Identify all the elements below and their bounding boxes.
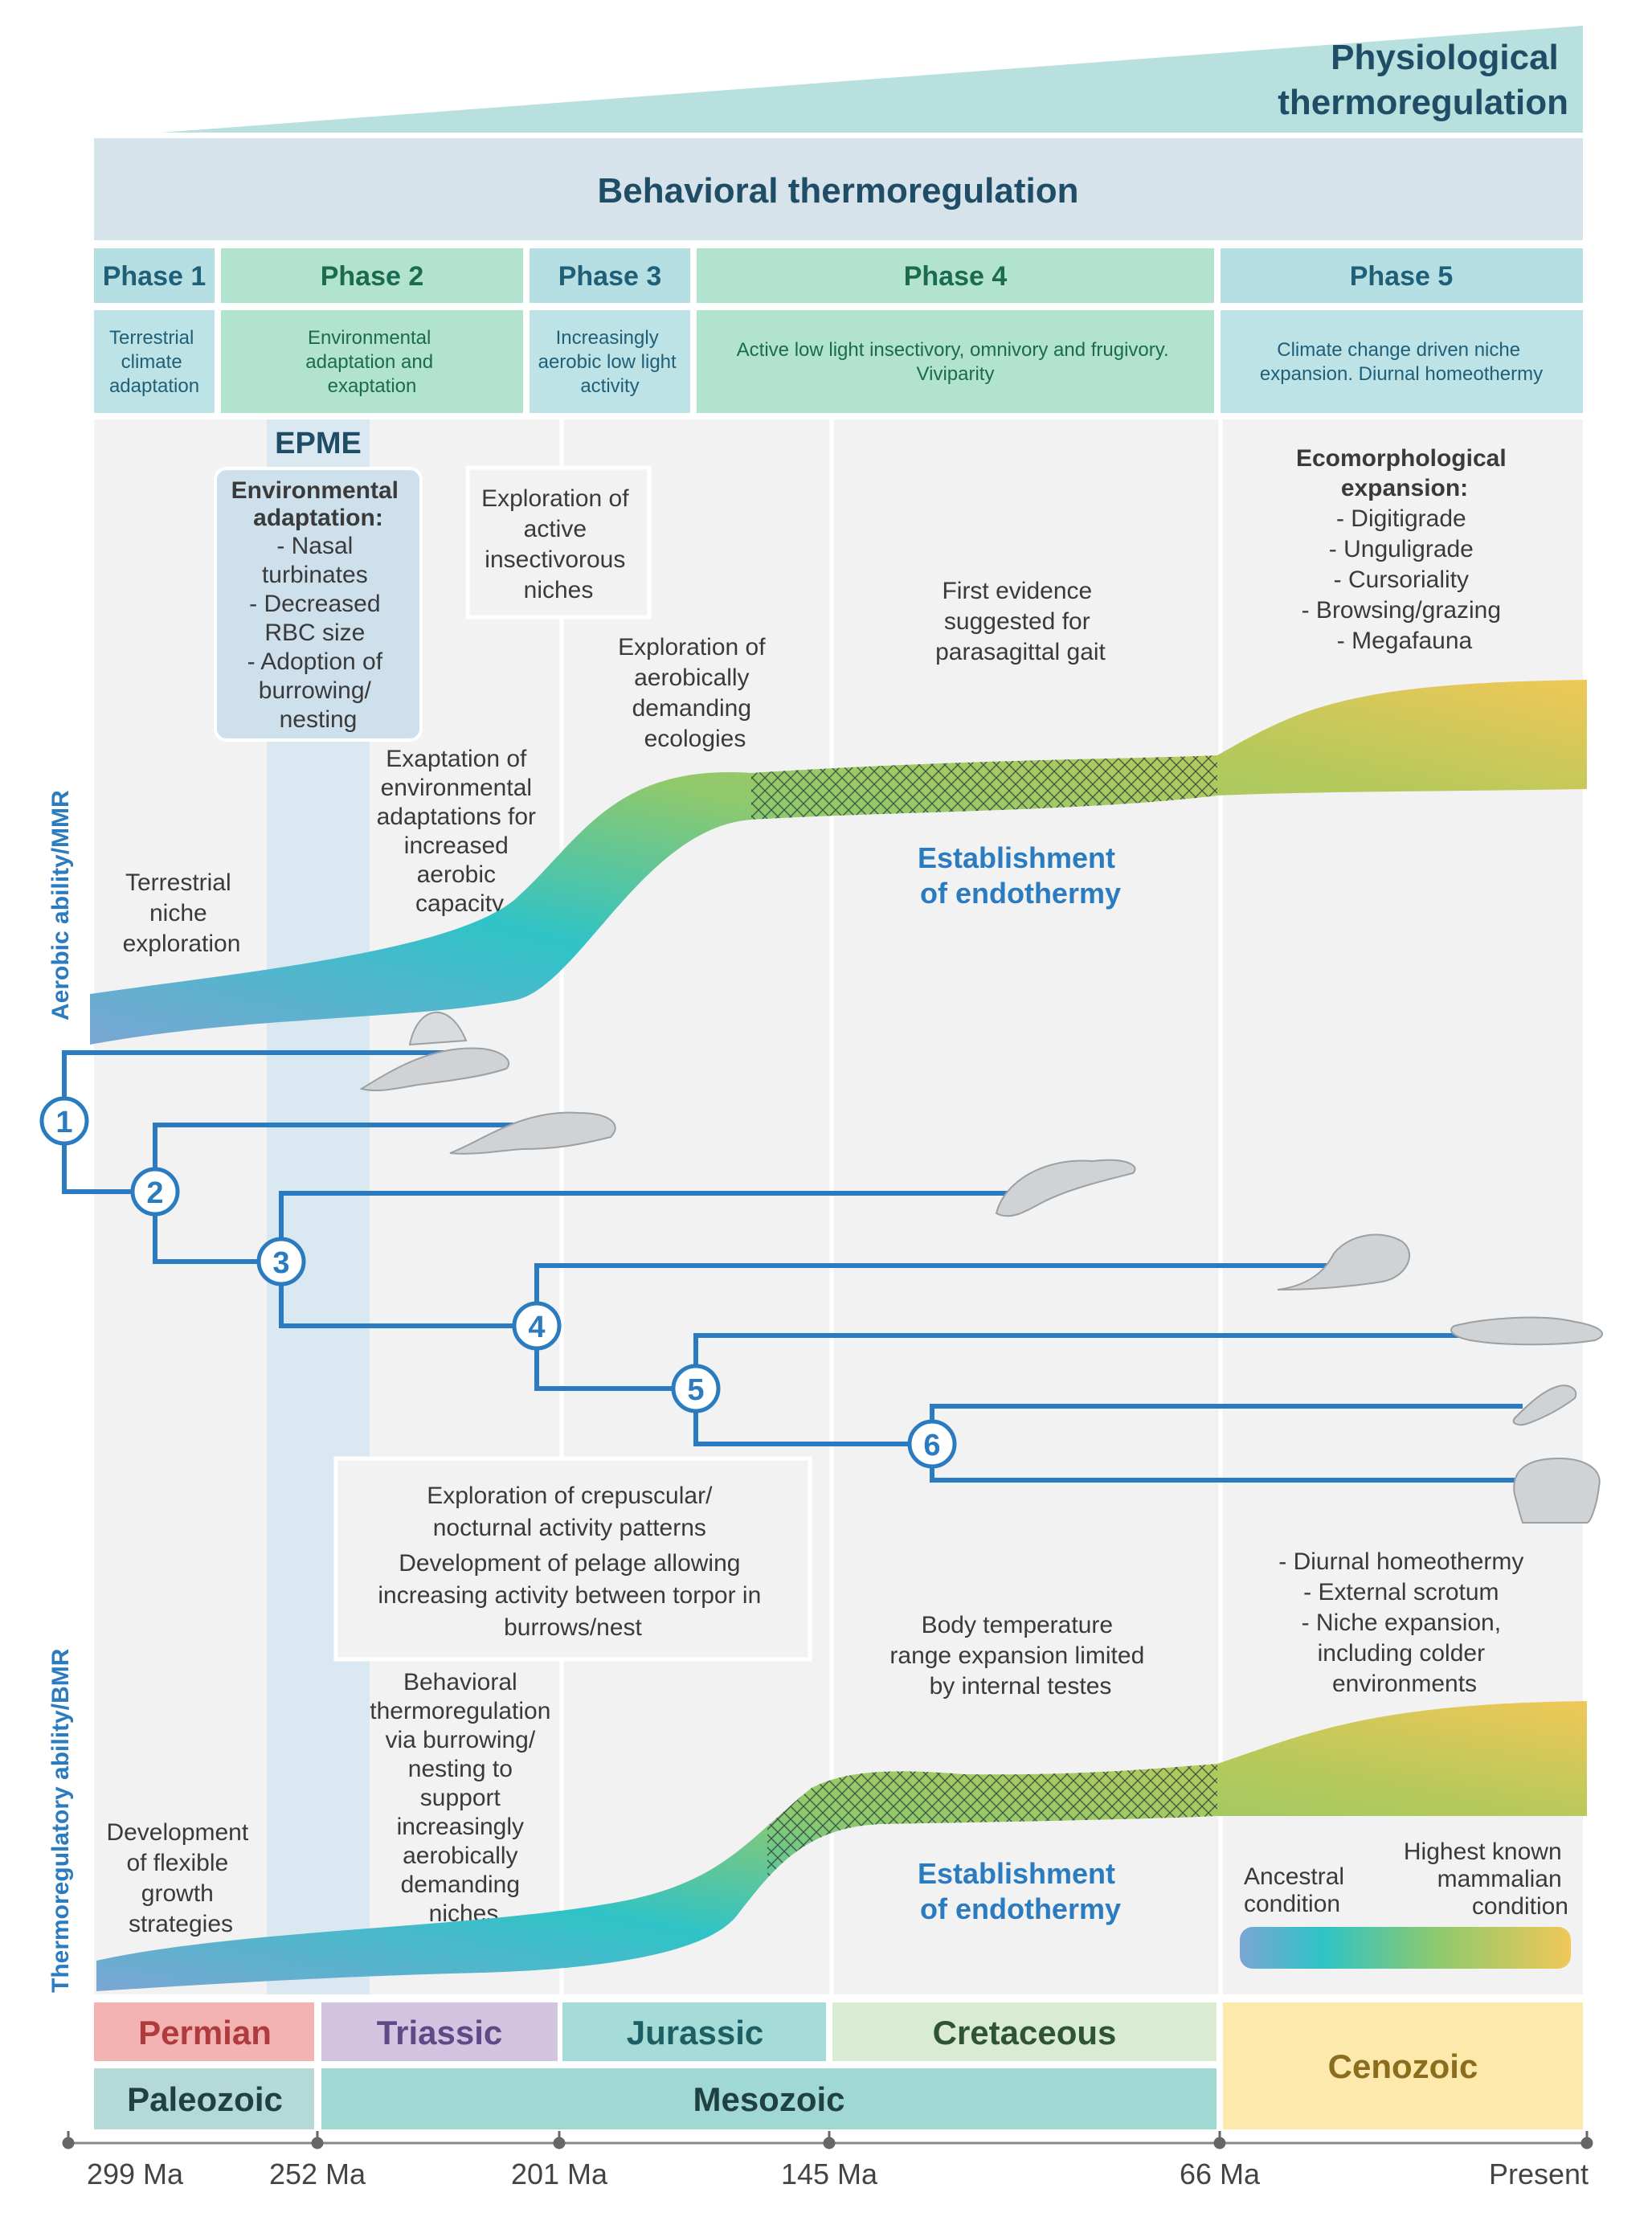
endothermy-bottom-text: Establishment of endothermy (918, 1857, 1123, 1925)
legend-highest: Highest known mammalian condition (1404, 1839, 1568, 1920)
period-permian (94, 2002, 314, 2061)
flexible-text: Development of flexible growth strategie… (106, 1819, 255, 1937)
early-mammal-icon (1277, 1233, 1411, 1290)
phase-4-desc: Active low light insectivory, omnivory a… (737, 339, 1175, 385)
phase-3-header (530, 248, 690, 303)
svg-text:3: 3 (272, 1246, 289, 1280)
elephant-icon (1513, 1457, 1601, 1524)
phase-1-header (94, 248, 215, 303)
cynodont-icon (449, 1111, 616, 1155)
terrestrial-text: Terrestrial niche exploration (123, 869, 241, 957)
svg-text:Cretaceous: Cretaceous (933, 2014, 1117, 2051)
phase-5-header (1221, 248, 1583, 303)
period-bar: Permian Triassic Jurassic Cretaceous (94, 2002, 1217, 2061)
aerobic-ecologies-text: Exploration of aerobically demanding eco… (618, 634, 772, 752)
svg-text:Cenozoic: Cenozoic (1328, 2047, 1478, 2085)
phase-dividers (559, 419, 1223, 1994)
tick-252: 252 Ma (269, 2158, 366, 2190)
period-jurassic (562, 2002, 826, 2061)
crepuscular-box (333, 1456, 812, 1662)
axis-label-top: Aerobic ability/MMR (47, 790, 74, 1021)
tick-145: 145 Ma (781, 2158, 878, 2190)
phase-5-title: Phase 5 (1350, 261, 1454, 292)
tick-present: Present (1489, 2158, 1589, 2190)
insectivorous-text: Exploration of active insectivorous nich… (481, 485, 636, 603)
svg-text:6: 6 (923, 1429, 940, 1462)
svg-text:Mesozoic: Mesozoic (693, 2080, 844, 2118)
phase-2-title: Phase 2 (321, 261, 424, 292)
dimetrodon-icon (359, 1011, 510, 1092)
phase-3-desc: Increasingly aerobic low light activity (538, 327, 682, 397)
phase-row: Phase 1 Phase 2 Phase 3 Phase 4 Phase 5 … (94, 248, 1583, 413)
platypus-icon (1450, 1316, 1604, 1346)
phase-1-title: Phase 1 (103, 261, 206, 292)
physiological-label: Physiological thermoregulation (1278, 38, 1568, 122)
parasagittal-text: First evidence suggested for parasagitta… (935, 578, 1106, 665)
period-cretaceous (832, 2002, 1217, 2061)
behavioral-text: Behavioral thermoregulation via burrowin… (370, 1669, 557, 1927)
tick-299: 299 Ma (87, 2158, 184, 2190)
legend-ancestral: Ancestral condition (1244, 1863, 1351, 1917)
phase-4-title: Phase 4 (904, 261, 1008, 292)
svg-text:1: 1 (55, 1106, 72, 1139)
ecomorph-list: - Digitigrade - Unguligrade - Cursoriali… (1302, 505, 1508, 654)
tick-66: 66 Ma (1180, 2158, 1261, 2190)
svg-text:Permian: Permian (138, 2014, 272, 2051)
axis-label-bottom: Thermoregulatory ability/BMR (47, 1648, 74, 1993)
svg-text:5: 5 (687, 1373, 704, 1407)
node-3 (256, 1237, 306, 1286)
era-mesozoic (321, 2068, 1217, 2129)
svg-text:Paleozoic: Paleozoic (127, 2080, 283, 2118)
crepuscular-text: Exploration of crepuscular/ nocturnal ac… (378, 1483, 767, 1641)
era-cenozoic (1223, 2002, 1583, 2129)
node-1 (39, 1096, 89, 1146)
epme-box (214, 467, 423, 742)
kangaroo-icon (1512, 1385, 1577, 1426)
mammaliaform-icon (995, 1159, 1136, 1217)
phase-2-header (221, 248, 523, 303)
epme-heading: Environmental adaptation: (231, 477, 406, 531)
aerobic-hatch (751, 755, 1217, 820)
svg-text:Jurassic: Jurassic (627, 2014, 763, 2051)
animal-silhouettes (359, 1011, 1604, 1524)
era-paleozoic (94, 2068, 314, 2129)
tick-201: 201 Ma (511, 2158, 608, 2190)
node-2 (130, 1167, 180, 1217)
svg-text:2: 2 (146, 1176, 163, 1210)
era-bar: Paleozoic Mesozoic Cenozoic (94, 2002, 1583, 2129)
phase-2-desc: Environmental adaptation and exaptation (305, 327, 438, 397)
exaptation-text: Exaptation of environmental adaptations … (377, 746, 543, 917)
insectivorous-box (465, 465, 652, 620)
svg-text:4: 4 (528, 1311, 545, 1344)
node-6 (907, 1419, 957, 1469)
thermo-hatch (767, 1764, 1217, 1879)
behavioral-band (94, 138, 1583, 240)
period-triassic (321, 2002, 558, 2061)
diurnal-text: - Diurnal homeothermy - External scrotum… (1278, 1548, 1530, 1697)
ecomorph-heading: Ecomorphological expansion: (1296, 445, 1513, 501)
body-temp-text: Body temperature range expansion limited… (889, 1612, 1151, 1699)
phase-4-header (697, 248, 1214, 303)
behavioral-label: Behavioral thermoregulation (597, 171, 1078, 211)
phase-3-title: Phase 3 (558, 261, 662, 292)
timeline-axis: 299 Ma 252 Ma 201 Ma 145 Ma 66 Ma Presen… (62, 2131, 1593, 2190)
node-4 (512, 1301, 562, 1351)
legend-gradient-bar (1240, 1927, 1571, 1969)
endothermy-top-text: Establishment of endothermy (918, 841, 1123, 910)
epme-label: EPME (275, 427, 362, 460)
phylogeny-nodes: 1 2 3 4 5 6 (39, 1096, 957, 1469)
epme-list: - Nasal turbinates - Decreased RBC size … (247, 533, 390, 733)
node-5 (671, 1364, 721, 1413)
physiological-wedge (161, 26, 1583, 133)
phase-5-desc: Climate change driven niche expansion. D… (1260, 339, 1543, 385)
svg-text:Triassic: Triassic (377, 2014, 502, 2051)
phase-1-desc: Terrestrial climate adaptation (109, 327, 199, 397)
